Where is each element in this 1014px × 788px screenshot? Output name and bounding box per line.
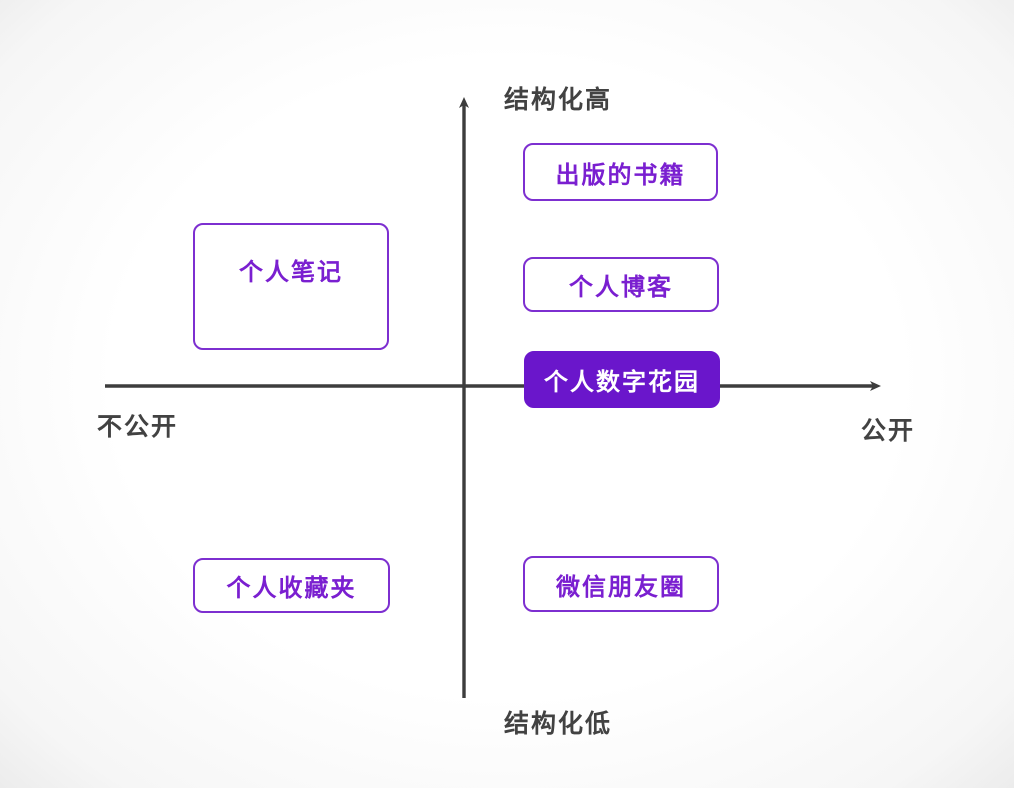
node-published-books: 出版的书籍 — [523, 143, 718, 201]
node-label: 个人收藏夹 — [226, 575, 357, 602]
node-personal-notes: 个人笔记 — [193, 223, 389, 350]
node-label: 微信朋友圈 — [556, 573, 686, 601]
x-axis-left-label: 不公开 — [97, 413, 179, 441]
y-axis-top-label: 结构化高 — [504, 86, 613, 114]
node-label: 出版的书籍 — [555, 161, 686, 189]
y-axis-bottom-label: 结构化低 — [504, 710, 613, 738]
node-label: 个人博客 — [569, 274, 673, 301]
node-wechat-moments: 微信朋友圈 — [523, 556, 719, 612]
x-axis-right-label: 公开 — [861, 417, 916, 445]
node-label: 个人数字花园 — [544, 369, 700, 396]
node-digital-garden: 个人数字花园 — [524, 351, 720, 408]
node-label: 个人笔记 — [239, 259, 343, 286]
node-personal-favorites: 个人收藏夹 — [193, 558, 390, 613]
node-personal-blog: 个人博客 — [523, 257, 719, 312]
